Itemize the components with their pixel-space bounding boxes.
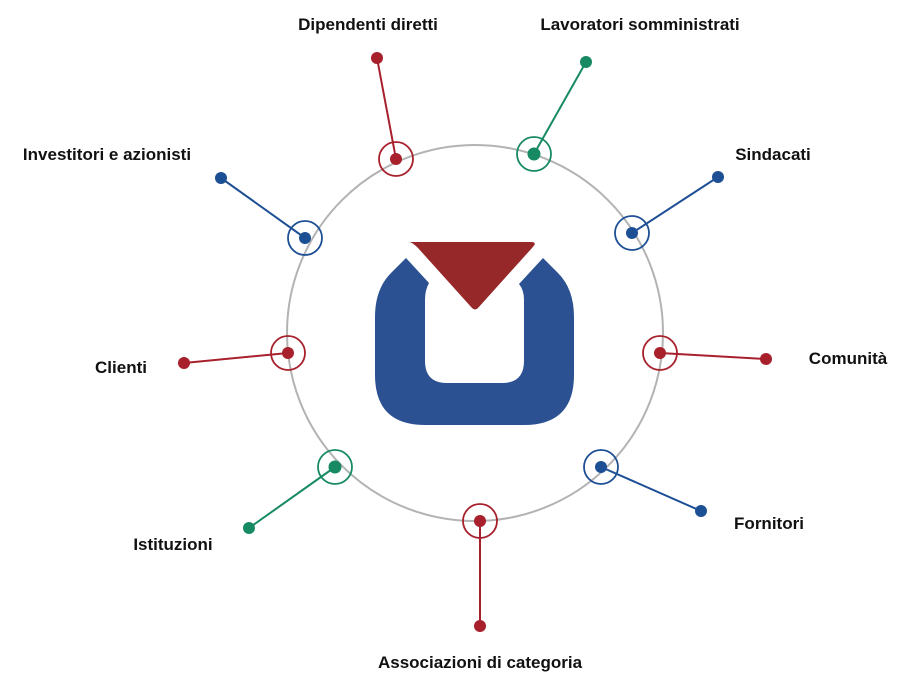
label-dipendenti-diretti: Dipendenti diretti bbox=[298, 15, 438, 34]
end-dot bbox=[760, 353, 772, 365]
label-sindacati: Sindacati bbox=[735, 145, 811, 164]
ring-marker bbox=[287, 220, 323, 256]
ring-dot bbox=[328, 460, 342, 474]
ring-marker bbox=[583, 449, 619, 485]
ring-marker bbox=[270, 335, 306, 371]
ring-marker bbox=[317, 449, 353, 485]
ring-dot bbox=[390, 153, 402, 165]
logo-red-chevron bbox=[409, 242, 535, 310]
company-logo bbox=[375, 242, 574, 425]
node-associazioni-di-categoria: Associazioni di categoria bbox=[378, 503, 583, 672]
stakeholder-ring bbox=[286, 144, 664, 522]
end-dot bbox=[695, 505, 707, 517]
node-sindacati: Sindacati bbox=[614, 145, 811, 251]
ring-dot bbox=[527, 147, 541, 161]
node-comunita: Comunità bbox=[642, 335, 888, 371]
node-dipendenti-diretti: Dipendenti diretti bbox=[298, 15, 438, 177]
connector-line bbox=[248, 466, 336, 529]
end-dot bbox=[243, 522, 255, 534]
ring-dot bbox=[282, 347, 294, 359]
label-lavoratori-somministrati: Lavoratori somministrati bbox=[540, 15, 739, 34]
node-investitori-e-azionisti: Investitori e azionisti bbox=[23, 145, 323, 256]
connector-line bbox=[600, 466, 702, 512]
end-dot bbox=[178, 357, 190, 369]
ring-dot bbox=[626, 227, 638, 239]
node-istituzioni: Istituzioni bbox=[133, 449, 353, 554]
ring-marker bbox=[614, 215, 650, 251]
node-lavoratori-somministrati: Lavoratori somministrati bbox=[516, 15, 740, 172]
label-comunita: Comunità bbox=[809, 349, 888, 368]
logo-blue-cup bbox=[375, 258, 574, 425]
end-dot bbox=[474, 620, 486, 632]
label-associazioni-di-categoria: Associazioni di categoria bbox=[378, 653, 583, 672]
connector-line bbox=[220, 177, 306, 239]
ring-marker bbox=[378, 141, 414, 177]
ring-dot bbox=[299, 232, 311, 244]
connector-line bbox=[533, 61, 587, 155]
end-dot bbox=[215, 172, 227, 184]
label-investitori-e-azionisti: Investitori e azionisti bbox=[23, 145, 191, 164]
label-fornitori: Fornitori bbox=[734, 514, 804, 533]
ring-dot bbox=[474, 515, 486, 527]
end-dot bbox=[712, 171, 724, 183]
ring-dot bbox=[654, 347, 666, 359]
label-clienti: Clienti bbox=[95, 358, 147, 377]
node-clienti: Clienti bbox=[95, 335, 306, 377]
ring-marker bbox=[516, 136, 552, 172]
connector-line bbox=[631, 176, 719, 234]
end-dot bbox=[580, 56, 592, 68]
label-istituzioni: Istituzioni bbox=[133, 535, 212, 554]
node-fornitori: Fornitori bbox=[583, 449, 804, 533]
end-dot bbox=[371, 52, 383, 64]
ring-marker bbox=[462, 503, 498, 539]
ring-dot bbox=[595, 461, 607, 473]
ring-marker bbox=[642, 335, 678, 371]
